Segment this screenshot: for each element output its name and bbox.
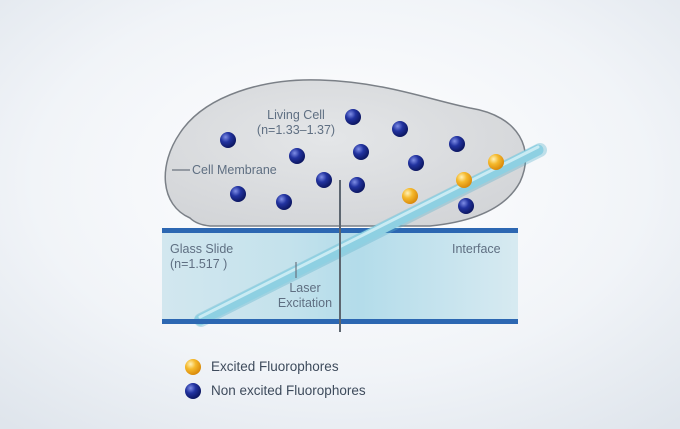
non-excited-fluorophore	[392, 121, 408, 137]
cell-refractive-index-label: (n=1.33–1.37)	[256, 123, 336, 137]
legend-excited-marker	[185, 359, 201, 375]
non-excited-fluorophore	[230, 186, 246, 202]
non-excited-fluorophore	[449, 136, 465, 152]
non-excited-fluorophore	[276, 194, 292, 210]
laser-beam	[194, 144, 544, 326]
living-cell	[164, 79, 527, 227]
legend-excited-label: Excited Fluorophores	[211, 359, 339, 374]
non-excited-fluorophore	[220, 132, 236, 148]
excited-fluorophore	[456, 172, 472, 188]
legend-non-excited-label: Non excited Fluorophores	[211, 383, 366, 398]
non-excited-fluorophores	[220, 109, 474, 214]
non-excited-fluorophore	[408, 155, 424, 171]
non-excited-fluorophore	[316, 172, 332, 188]
excited-fluorophore	[402, 188, 418, 204]
laser-label: Laser	[289, 281, 321, 295]
non-excited-fluorophore	[349, 177, 365, 193]
non-excited-fluorophore	[353, 144, 369, 160]
non-excited-fluorophore	[458, 198, 474, 214]
non-excited-fluorophore	[289, 148, 305, 164]
laser-beam-highlight	[198, 145, 540, 319]
cell-membrane-label: Cell Membrane	[192, 163, 277, 177]
glass-slide-label: Glass Slide	[170, 242, 234, 256]
glass-refractive-index-label: (n=1.517 )	[170, 257, 228, 271]
excited-fluorophores	[402, 154, 504, 204]
legend-non-excited-marker	[185, 383, 201, 399]
living-cell-label: Living Cell	[267, 108, 325, 122]
non-excited-fluorophore	[345, 109, 361, 125]
excited-fluorophore	[488, 154, 504, 170]
interface-label: Interface	[452, 242, 501, 256]
excitation-label: Excitation	[277, 296, 333, 310]
